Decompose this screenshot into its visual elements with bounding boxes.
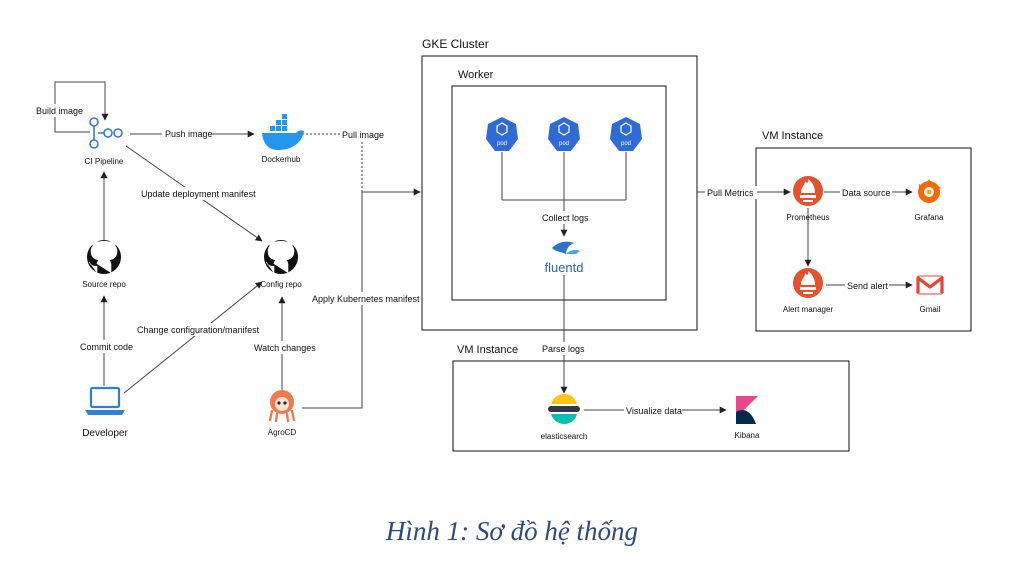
label-data-source: Data source — [842, 188, 891, 198]
gmail-label: Gmail — [920, 305, 941, 314]
worker-label: Worker — [458, 69, 494, 81]
pod-1: pod — [486, 117, 518, 151]
docker-whale-icon — [262, 114, 304, 150]
ci-pipeline-node: CI Pipeline — [85, 117, 124, 166]
alert-manager-label: Alert manager — [783, 305, 834, 314]
edge-pull-image — [302, 133, 363, 192]
config-repo-label: Config repo — [260, 280, 302, 289]
vm-instance-top-box: VM Instance — [755, 130, 972, 332]
argocd-label: AgroCD — [268, 428, 297, 437]
prometheus-flame-icon — [793, 268, 823, 298]
figure-caption: Hình 1: Sơ đồ hệ thống — [385, 516, 639, 546]
label-watch-changes: Watch changes — [254, 343, 316, 353]
kibana-icon — [736, 396, 758, 424]
worker-box: Worker — [451, 69, 667, 301]
kubernetes-pod-icon — [610, 117, 642, 151]
label-visualize-data: Visualize data — [626, 406, 682, 416]
prometheus-flame-icon — [793, 176, 823, 206]
vm-instance-bottom-label: VM Instance — [457, 344, 518, 356]
label-parse-logs: Parse logs — [542, 344, 585, 354]
edge-build-image — [54, 81, 109, 133]
fluentd-bird-icon — [552, 241, 574, 254]
edge-labels: Build image Push image Pull image Update… — [34, 104, 892, 417]
label-send-alert: Send alert — [847, 281, 889, 291]
pod-label: pod — [559, 141, 569, 147]
kubernetes-pod-icon — [548, 117, 580, 151]
argocd-octopus-icon — [268, 390, 296, 423]
fluentd-label: fluentd — [544, 260, 583, 275]
github-icon — [264, 239, 298, 274]
developer-label: Developer — [82, 428, 128, 439]
ci-pipeline-label: CI Pipeline — [85, 157, 124, 166]
edge-change-config — [123, 281, 263, 394]
config-repo-node: Config repo — [260, 239, 302, 289]
label-update-manifest: Update deployment manifest — [141, 189, 256, 199]
source-repo-label: Source repo — [82, 280, 126, 289]
elasticsearch-icon — [548, 394, 580, 424]
fluentd-node: fluentd — [544, 241, 584, 275]
prometheus-node: Prometheus — [786, 176, 830, 222]
source-repo-node: Source repo — [82, 239, 126, 289]
gmail-node: Gmail — [916, 275, 944, 314]
prometheus-label: Prometheus — [786, 213, 829, 222]
grafana-icon — [918, 179, 941, 203]
vm-instance-bottom-box: VM Instance — [452, 344, 850, 452]
dockerhub-label: Dockerhub — [262, 155, 301, 164]
gke-cluster-label: GKE Cluster — [422, 37, 489, 51]
label-build-image: Build image — [36, 106, 83, 116]
pod-2: pod — [548, 117, 580, 151]
kubernetes-pod-icon — [486, 117, 518, 151]
label-push-image: Push image — [165, 129, 213, 139]
gmail-icon — [916, 275, 944, 295]
pod-label: pod — [621, 141, 631, 147]
label-apply-manifest: Apply Kubernetes manifest — [312, 294, 420, 304]
elasticsearch-label: elasticsearch — [541, 432, 588, 441]
grafana-node: Grafana — [915, 179, 944, 222]
github-icon — [87, 239, 121, 274]
laptop-icon — [85, 386, 125, 415]
vm-instance-top-label: VM Instance — [762, 130, 823, 142]
developer-node: Developer — [82, 386, 128, 439]
elasticsearch-node: elasticsearch — [541, 394, 588, 441]
alert-manager-node: Alert manager — [783, 268, 834, 314]
pod-3: pod — [610, 117, 642, 151]
label-pull-metrics: Pull Metrics — [707, 188, 754, 198]
argocd-node: AgroCD — [268, 390, 297, 437]
gke-cluster-box: GKE Cluster — [421, 37, 698, 331]
kibana-label: Kibana — [735, 431, 760, 440]
label-pull-image: Pull image — [342, 130, 384, 140]
pod-label: pod — [497, 141, 507, 147]
label-commit-code: Commit code — [80, 342, 133, 352]
github-actions-icon — [89, 117, 123, 149]
grafana-label: Grafana — [915, 213, 944, 222]
label-change-config: Change configuration/manifest — [137, 325, 260, 335]
kibana-node: Kibana — [735, 396, 760, 440]
dockerhub-node: Dockerhub — [262, 114, 304, 164]
label-collect-logs: Collect logs — [542, 213, 589, 223]
